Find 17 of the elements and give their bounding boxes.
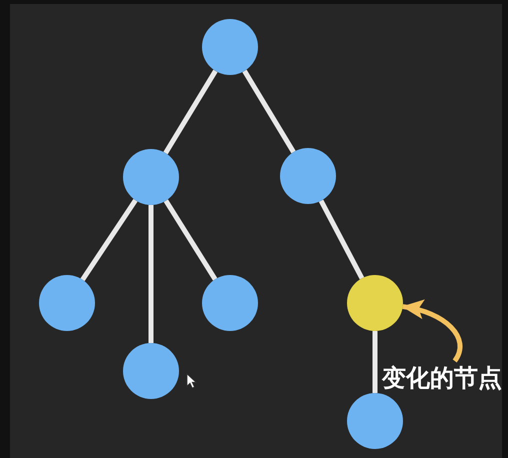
tree-node	[280, 148, 336, 204]
connector-line	[148, 205, 154, 343]
tree-node	[123, 343, 179, 399]
connector-line	[318, 200, 364, 280]
connector-line	[164, 199, 218, 281]
connector-line	[163, 70, 218, 154]
tree-node	[202, 275, 258, 331]
curved-arrow	[402, 300, 462, 362]
connector-line	[242, 70, 296, 154]
tree-node	[202, 19, 258, 75]
tree-node	[39, 275, 95, 331]
tree-node	[347, 275, 403, 331]
callout-text: 变化的节点	[379, 361, 505, 395]
tree-node	[347, 393, 403, 449]
connector-line	[372, 331, 378, 393]
tree-node	[123, 149, 179, 205]
connector-line	[80, 198, 138, 282]
